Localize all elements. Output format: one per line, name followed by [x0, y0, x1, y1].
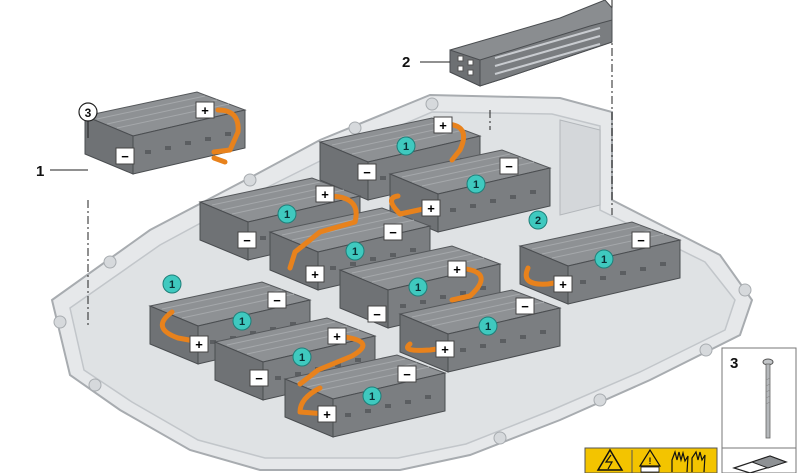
svg-text:−: − [403, 367, 411, 382]
plus-terminal: + [433, 116, 453, 134]
svg-text:+: + [559, 277, 567, 292]
callout-leaders [50, 61, 450, 171]
plus-terminal: + [195, 101, 215, 119]
service-plug-icon [732, 455, 788, 473]
svg-text:+: + [427, 201, 435, 216]
callout-3-box: 3 [730, 355, 738, 372]
svg-text:1: 1 [403, 141, 409, 153]
callout-1: 1 [36, 163, 44, 180]
minus-terminal: − [383, 223, 403, 241]
plus-terminal: + [447, 260, 467, 278]
minus-terminal: − [237, 231, 257, 249]
svg-text:+: + [333, 329, 341, 344]
svg-text:+: + [441, 342, 449, 357]
minus-terminal: − [267, 291, 287, 309]
plus-terminal: + [327, 327, 347, 345]
svg-text:+: + [311, 267, 319, 282]
protective-gloves-icon [671, 449, 706, 473]
module-tag: 1 [162, 274, 182, 294]
svg-text:+: + [453, 262, 461, 277]
minus-terminal: − [515, 297, 535, 315]
minus-terminal: − [357, 163, 377, 181]
callout-2: 2 [402, 54, 410, 71]
warning-high-voltage-icon [596, 448, 624, 471]
svg-text:+: + [195, 337, 203, 352]
minus-terminal: − [631, 231, 651, 249]
svg-text:+: + [201, 103, 209, 118]
svg-text:−: − [521, 299, 529, 314]
svg-text:1: 1 [284, 209, 290, 221]
svg-text:1: 1 [369, 391, 375, 403]
bolt-icon [762, 358, 774, 439]
module-tag: 1 [232, 311, 252, 331]
minus-terminal: − [499, 157, 519, 175]
module-tag: 1 [466, 174, 486, 194]
callout-3-circled: 3 [78, 102, 98, 122]
service-plug-box [721, 447, 797, 473]
svg-text:3: 3 [85, 106, 92, 120]
module-tag: 1 [362, 386, 382, 406]
minus-terminal: − [115, 147, 135, 165]
svg-text:−: − [637, 233, 645, 248]
svg-text:2: 2 [535, 215, 541, 227]
svg-text:−: − [389, 225, 397, 240]
svg-text:1: 1 [239, 316, 245, 328]
svg-text:1: 1 [169, 279, 175, 291]
svg-text:−: − [505, 159, 513, 174]
svg-text:1: 1 [485, 321, 491, 333]
svg-text:−: − [121, 149, 129, 164]
plus-terminal: + [317, 405, 337, 423]
svg-text:1: 1 [601, 254, 607, 266]
svg-text:−: − [373, 307, 381, 322]
module-tag: 1 [594, 249, 614, 269]
svg-text:−: − [363, 165, 371, 180]
svg-text:−: − [243, 233, 251, 248]
svg-text:+: + [321, 187, 329, 202]
svg-text:1: 1 [299, 352, 305, 364]
warning-manual-icon: ! [638, 448, 662, 473]
plus-terminal: + [315, 185, 335, 203]
bracket-assembly [449, 0, 613, 87]
module-tag: 1 [396, 136, 416, 156]
module-tag: 1 [277, 204, 297, 224]
warning-label: ! [584, 447, 718, 473]
plus-terminal: + [421, 199, 441, 217]
module-tag: 1 [345, 241, 365, 261]
svg-text:1: 1 [415, 282, 421, 294]
svg-text:1: 1 [473, 179, 479, 191]
svg-text:−: − [255, 371, 263, 386]
module-tag: 1 [408, 277, 428, 297]
plus-terminal: + [435, 340, 455, 358]
module-tag: 2 [528, 210, 548, 230]
svg-text:−: − [273, 293, 281, 308]
callout-labels: 1 2 3 [36, 54, 410, 180]
plus-terminal: + [553, 275, 573, 293]
module-tag: 1 [292, 347, 312, 367]
svg-text:+: + [323, 407, 331, 422]
minus-terminal: − [397, 365, 417, 383]
terminals: + + + + + + + + + + + − − − − − − − − − … [115, 101, 651, 423]
minus-terminal: − [249, 369, 269, 387]
svg-text:+: + [439, 118, 447, 133]
plus-terminal: + [189, 335, 209, 353]
svg-text:1: 1 [352, 246, 358, 258]
module-tags: 1 1 1 2 1 1 1 1 1 1 1 1 [162, 136, 614, 406]
minus-terminal: − [367, 305, 387, 323]
svg-text:!: ! [649, 456, 652, 466]
module-tag: 1 [478, 316, 498, 336]
plus-terminal: + [305, 265, 325, 283]
bolt-detail-box: 3 [721, 347, 797, 449]
